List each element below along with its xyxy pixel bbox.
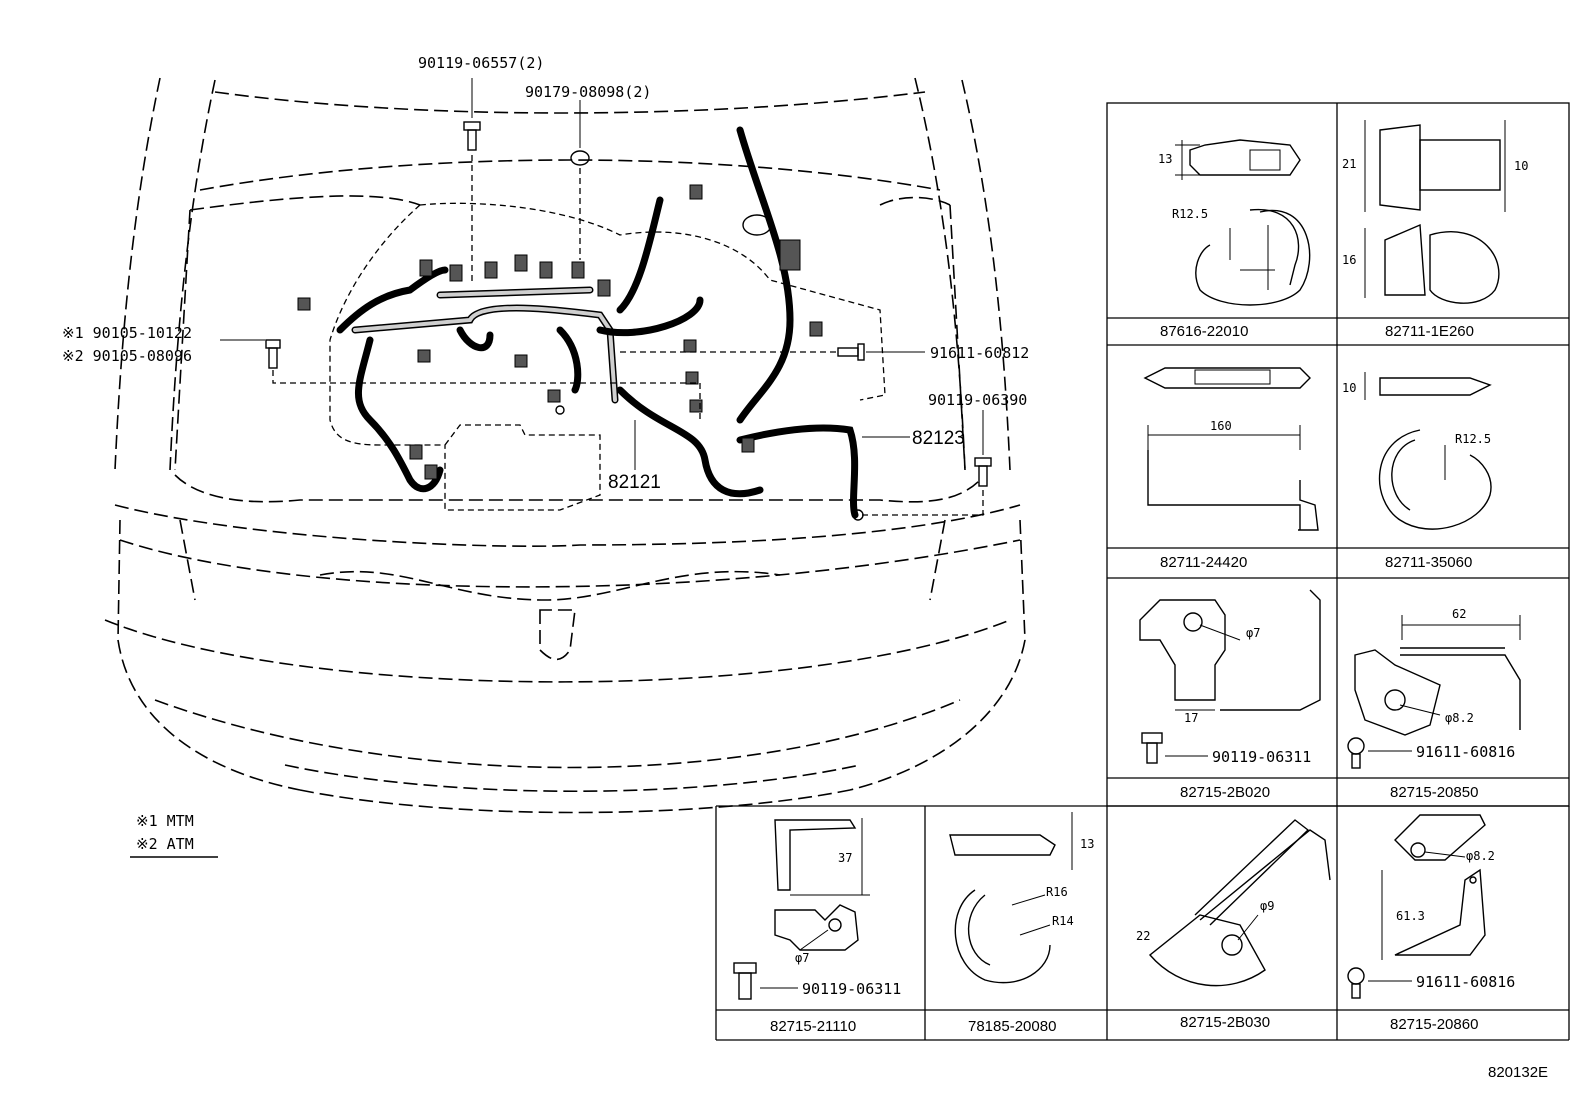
part-cell-82715-21110: 37 φ7 90119-06311 82715-21110 bbox=[733, 818, 901, 1035]
dim-label: 160 bbox=[1210, 419, 1232, 433]
dim-label: 61.3 bbox=[1396, 909, 1425, 923]
part-cell-82711-24420: 160 82711-24420 bbox=[1143, 367, 1319, 571]
part-number: 82711-1E260 bbox=[1385, 323, 1474, 340]
part-number: 82715-2B020 bbox=[1180, 784, 1270, 801]
dim-label: 10 bbox=[1514, 159, 1528, 173]
dim-label: 37 bbox=[838, 851, 852, 865]
part-number: 82715-20850 bbox=[1390, 784, 1478, 801]
callout-bolt-right2: 90119-06390 bbox=[928, 391, 1027, 409]
hole-label: φ8.2 bbox=[1466, 849, 1495, 863]
bolt-icon bbox=[463, 121, 481, 151]
hole-label: φ7 bbox=[795, 951, 809, 965]
dim-label: 21 bbox=[1342, 157, 1356, 171]
callout-bolt-right: 91611-60812 bbox=[930, 344, 1029, 362]
bolt-label: 91611-60816 bbox=[1416, 743, 1515, 761]
hole-label: φ8.2 bbox=[1445, 711, 1474, 725]
part-cell-82711-35060: 10 R12.5 82711-35060 bbox=[1342, 372, 1492, 571]
parts-grid bbox=[715, 102, 1570, 1041]
legend-atm: ※2 ATM bbox=[136, 835, 194, 853]
part-number: 82715-20860 bbox=[1390, 1016, 1478, 1033]
part-cell-82715-20850: 62 φ8.2 91611-60816 82715-20850 bbox=[1347, 607, 1521, 801]
bolt-icon bbox=[1347, 967, 1365, 999]
callout-clamp-top: 90179-08098(2) bbox=[525, 83, 651, 101]
bolt-label: 91611-60816 bbox=[1416, 973, 1515, 991]
part-number: 78185-20080 bbox=[968, 1018, 1056, 1035]
part-number: 82711-24420 bbox=[1160, 554, 1247, 571]
dim-label: 13 bbox=[1158, 152, 1172, 166]
hole-label: φ9 bbox=[1260, 899, 1274, 913]
part-number: 82715-21110 bbox=[770, 1018, 856, 1035]
vehicle-outline bbox=[104, 77, 1026, 814]
part-number: 87616-22010 bbox=[1160, 323, 1248, 340]
bolt-icon bbox=[1141, 732, 1163, 764]
radius-label: R16 bbox=[1046, 885, 1068, 899]
hole-label: φ7 bbox=[1246, 626, 1260, 640]
dim-label: 10 bbox=[1342, 381, 1356, 395]
legend-mtm: ※1 MTM bbox=[136, 812, 194, 830]
part-cell-82715-20860: φ8.2 61.3 91611-60816 82715-20860 bbox=[1347, 814, 1515, 1033]
part-number: 82715-2B030 bbox=[1180, 1014, 1270, 1031]
part-number: 82711-35060 bbox=[1385, 554, 1472, 571]
bolt-icon bbox=[837, 343, 865, 361]
dim-label: 16 bbox=[1342, 253, 1356, 267]
fasteners bbox=[220, 78, 992, 516]
callout-harness-main: 82121 bbox=[608, 472, 661, 493]
bolt-label: 90119-06311 bbox=[802, 980, 901, 998]
callout-bolt-mtm: ※1 90105-10122 bbox=[62, 324, 192, 342]
part-cell-78185-20080: 13 R16 R14 78185-20080 bbox=[949, 812, 1094, 1035]
radius-label: R12.5 bbox=[1172, 207, 1208, 221]
bolt-label: 90119-06311 bbox=[1212, 748, 1311, 766]
bolt-icon bbox=[1347, 737, 1365, 769]
part-cell-82715-2B030: φ9 22 82715-2B030 bbox=[1136, 819, 1331, 1031]
bolt-icon bbox=[733, 962, 757, 1000]
dim-label: 17 bbox=[1184, 711, 1198, 725]
dim-label: 62 bbox=[1452, 607, 1466, 621]
wire-harness-82121 bbox=[297, 126, 864, 521]
dim-label: 13 bbox=[1080, 837, 1094, 851]
bolt-icon bbox=[974, 457, 992, 487]
part-cell-82711-1E260: 21 10 16 82711-1E260 bbox=[1342, 120, 1528, 340]
radius-label: R12.5 bbox=[1455, 432, 1491, 446]
part-cell-82715-2B020: φ7 17 90119-06311 82715-2B020 bbox=[1139, 589, 1321, 801]
clamp-icon bbox=[570, 150, 590, 166]
callout-bolt-top: 90119-06557(2) bbox=[418, 54, 544, 72]
radius-label: R14 bbox=[1052, 914, 1074, 928]
callout-harness-sub: 82123 bbox=[912, 428, 965, 449]
dim-label: 22 bbox=[1136, 929, 1150, 943]
figure-id: 820132E bbox=[1488, 1064, 1548, 1081]
part-cell-87616-22010: 13 R12.5 87616-22010 bbox=[1158, 139, 1311, 340]
callout-bolt-atm: ※2 90105-08096 bbox=[62, 347, 192, 365]
bolt-icon bbox=[265, 339, 281, 369]
